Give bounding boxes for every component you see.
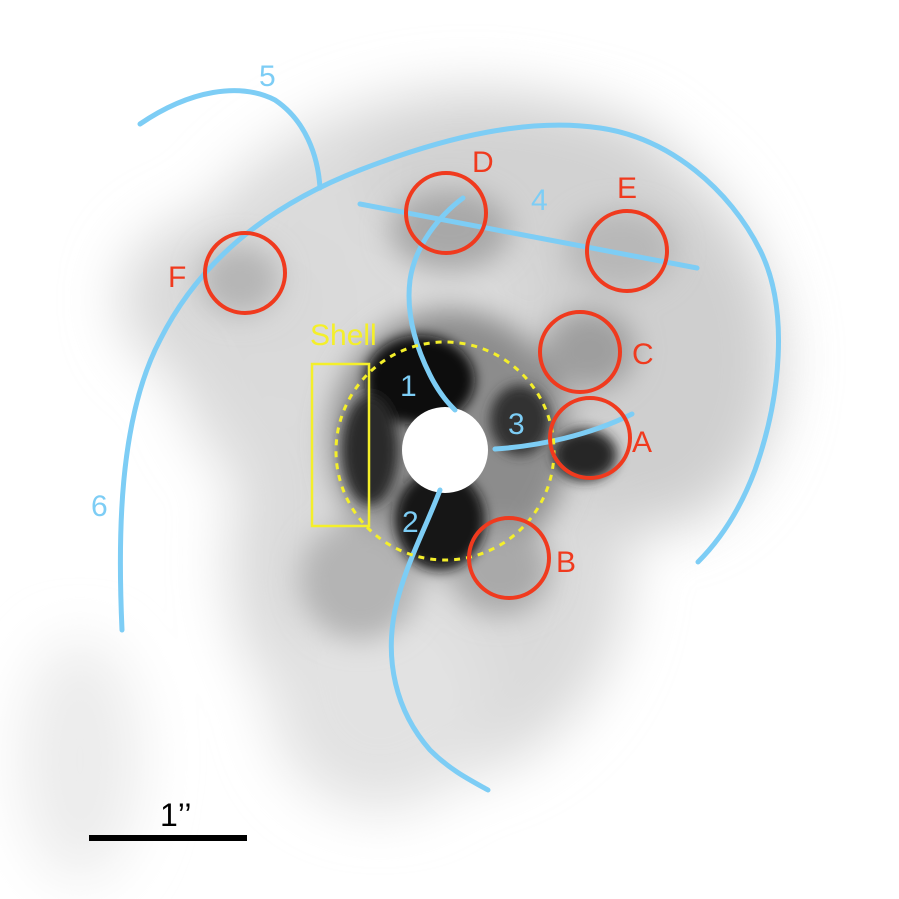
region-label-C: C bbox=[632, 338, 654, 371]
central-source bbox=[402, 407, 488, 493]
region-circle-B bbox=[467, 516, 551, 600]
filament-5 bbox=[137, 88, 323, 191]
region-labels: A B C D E F bbox=[168, 146, 654, 579]
region-circles bbox=[203, 171, 669, 600]
shell-label: Shell bbox=[310, 319, 377, 352]
scale-bar-label: 1’’ bbox=[160, 797, 191, 833]
scale-bar-line bbox=[89, 835, 247, 841]
region-label-A: A bbox=[632, 426, 652, 459]
filament-label-6: 6 bbox=[91, 490, 108, 523]
region-label-B: B bbox=[556, 546, 576, 579]
region-circle-D bbox=[404, 171, 488, 255]
region-label-E: E bbox=[617, 172, 637, 205]
scale-bar: 1’’ bbox=[89, 797, 247, 841]
filament-4 bbox=[357, 201, 700, 271]
filaments bbox=[117, 88, 781, 793]
filament-label-3: 3 bbox=[508, 408, 525, 441]
region-label-F: F bbox=[168, 261, 186, 294]
filament-label-1: 1 bbox=[400, 370, 417, 403]
region-circle-F bbox=[203, 231, 287, 315]
filament-label-4: 4 bbox=[531, 184, 548, 217]
filament-2 bbox=[388, 487, 491, 793]
shell-rectangle bbox=[310, 362, 371, 528]
region-circle-C bbox=[538, 310, 622, 394]
filament-6 bbox=[117, 122, 781, 633]
filament-label-5: 5 bbox=[259, 60, 276, 93]
region-label-D: D bbox=[472, 146, 494, 179]
region-circle-A bbox=[548, 396, 632, 480]
filament-label-2: 2 bbox=[402, 506, 419, 539]
filament-1 bbox=[406, 195, 466, 413]
region-circle-E bbox=[585, 209, 669, 293]
filament-3 bbox=[492, 411, 635, 452]
filament-labels: 1 2 3 4 5 6 bbox=[91, 60, 548, 539]
